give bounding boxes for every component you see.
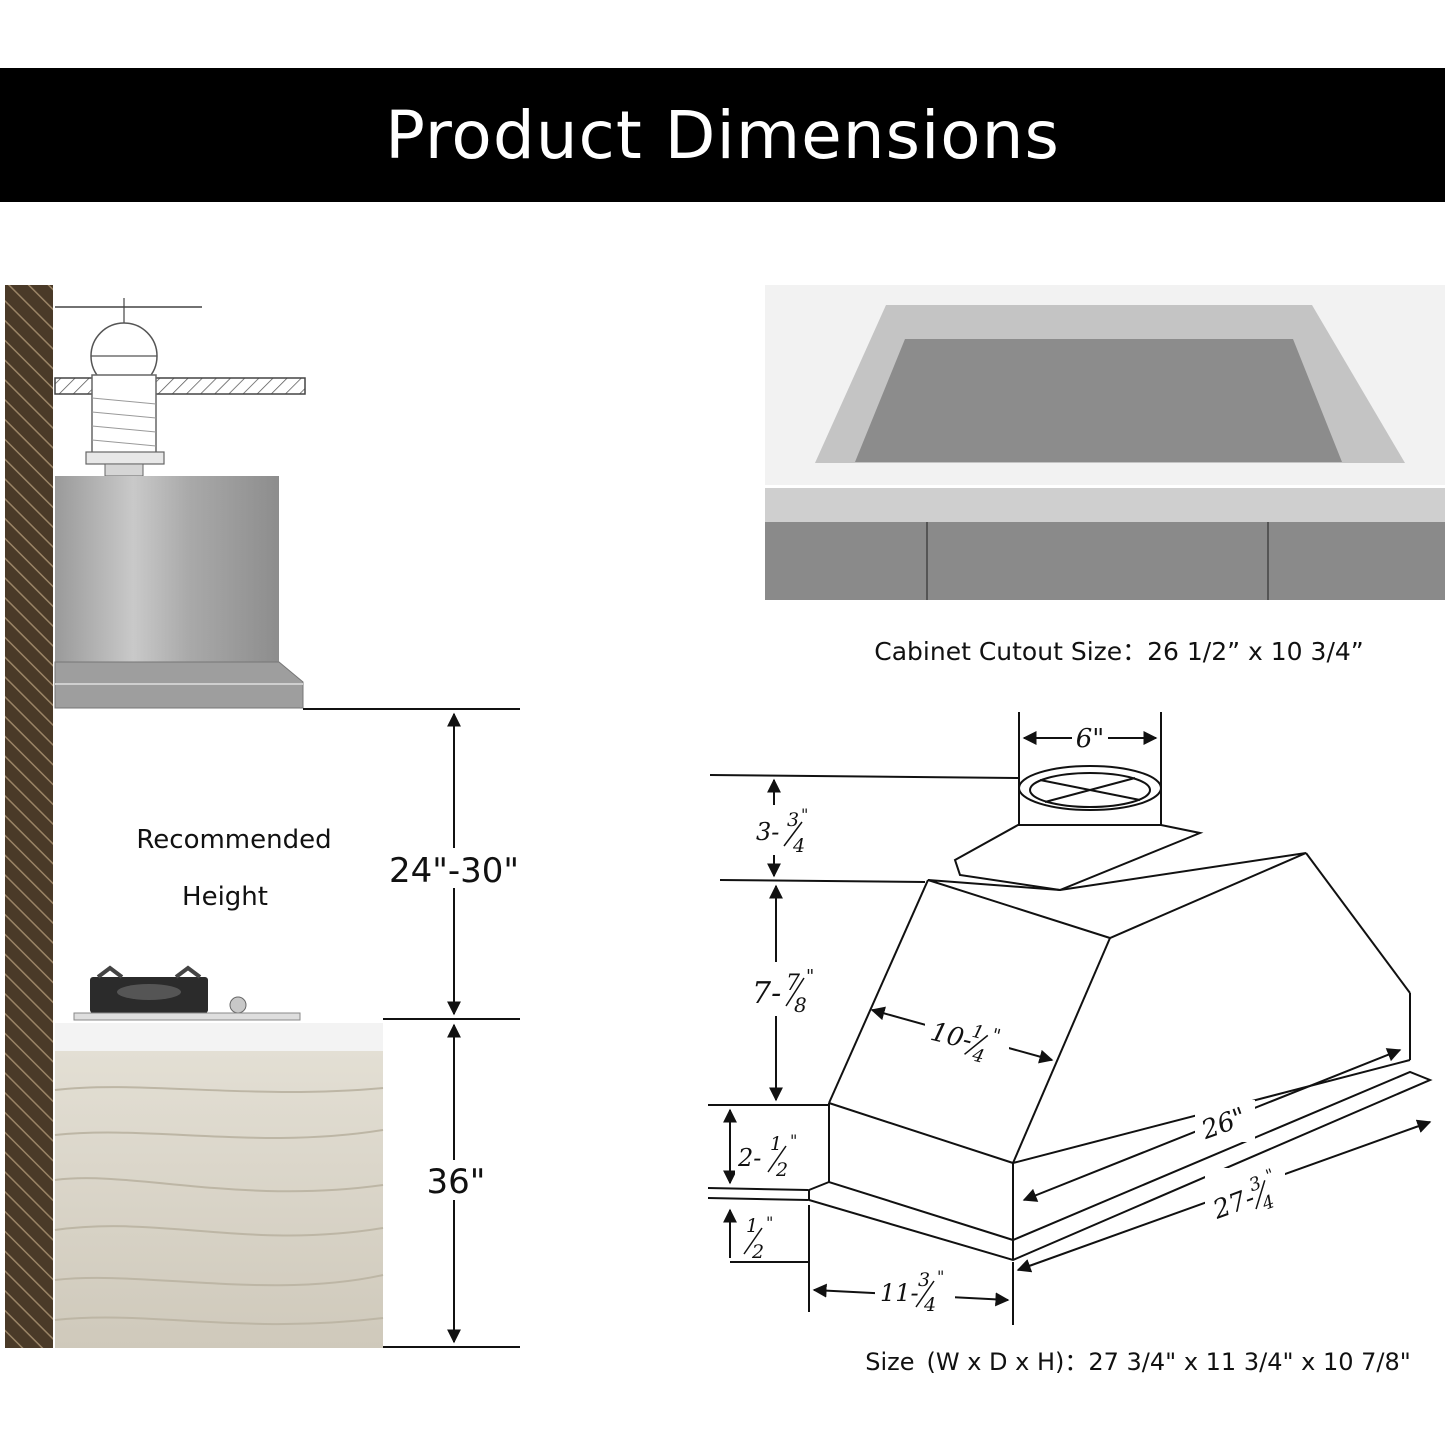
lower-height-num: 1 bbox=[770, 1133, 782, 1155]
top-depth-den: 4 bbox=[969, 1044, 986, 1067]
svg-text:": " bbox=[801, 805, 808, 824]
height-label: Height bbox=[182, 882, 268, 912]
counter-height-dimension: 36" bbox=[427, 1162, 486, 1202]
hood-size-caption: Size (W x D x H)：27 3/4" x 11 3/4" x 10 … bbox=[865, 1348, 1411, 1376]
page-title: Product Dimensions bbox=[385, 96, 1060, 174]
cutout-opening bbox=[855, 339, 1342, 462]
svg-text:": " bbox=[806, 966, 814, 987]
installation-side-view: Recommended Height 24"-30" 36" bbox=[5, 285, 520, 1348]
overall-depth-dimension: 11- 3 4 " bbox=[880, 1267, 944, 1316]
svg-text:": " bbox=[937, 1267, 944, 1286]
flange-height-den: 2 bbox=[751, 1241, 764, 1263]
duct-width-dimension: 6" bbox=[1076, 724, 1105, 754]
overall-depth-whole: 11- bbox=[880, 1279, 919, 1307]
duct-height-whole: 3- bbox=[756, 818, 779, 846]
recommended-label: Recommended bbox=[136, 825, 331, 855]
duct-height-num: 3 bbox=[787, 809, 799, 831]
svg-text:": " bbox=[766, 1213, 773, 1232]
flange-height-dimension: 1 2 " bbox=[743, 1213, 773, 1263]
body-height-dimension: 7- 7 8 " bbox=[752, 966, 814, 1017]
lower-height-whole: 2- bbox=[737, 1144, 761, 1172]
overall-depth-num: 3 bbox=[918, 1269, 930, 1291]
body-height-den: 8 bbox=[794, 993, 807, 1017]
hood-dimension-drawing bbox=[707, 712, 1433, 1325]
cabinet-face bbox=[765, 522, 1445, 600]
hood-to-cooktop-dimension: 24"-30" bbox=[389, 851, 519, 891]
cutout-size-caption: Cabinet Cutout Size：26 1/2” x 10 3/4” bbox=[874, 637, 1363, 666]
cabinet-cutout-view: Cabinet Cutout Size：26 1/2” x 10 3/4” bbox=[765, 285, 1445, 666]
lower-height-dimension: 2- 1 2 " bbox=[737, 1131, 797, 1181]
duct-height-den: 4 bbox=[792, 835, 805, 857]
body-height-whole: 7- bbox=[752, 976, 781, 1011]
flange-height-num: 1 bbox=[746, 1215, 758, 1237]
hood-dimension-labels: 6" 3- 3 4 " 7- 7 8 " 10- 1 4 " 26" 2- 1 … bbox=[737, 724, 1411, 1376]
svg-text:": " bbox=[790, 1131, 797, 1150]
lower-height-den: 2 bbox=[775, 1159, 788, 1181]
base-cabinet bbox=[55, 1051, 383, 1348]
duct-pipe bbox=[91, 374, 157, 454]
title-banner: Product Dimensions bbox=[0, 68, 1445, 202]
range-hood-insert bbox=[55, 476, 279, 662]
wall bbox=[5, 285, 53, 1348]
top-depth-num: 1 bbox=[970, 1021, 986, 1044]
duct-height-dimension: 3- 3 4 " bbox=[756, 805, 808, 857]
overall-depth-den: 4 bbox=[923, 1294, 936, 1316]
